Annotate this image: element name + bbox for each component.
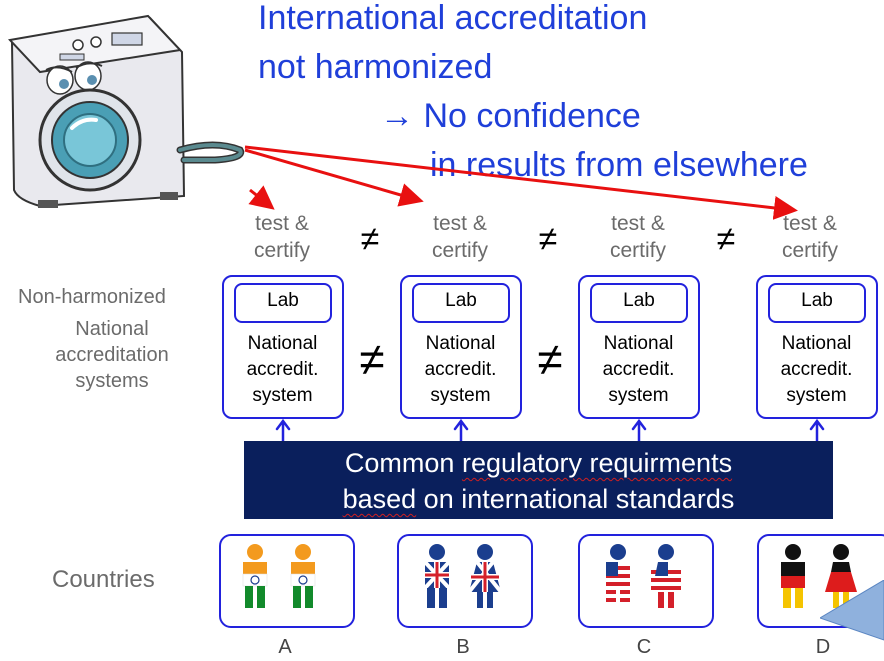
up-arrow-d — [809, 418, 825, 445]
country-box-c — [578, 534, 714, 628]
regulatory-banner: Common regulatory requirments based on i… — [244, 441, 833, 519]
national-system-a: Lab National accredit. system — [222, 275, 344, 419]
label-countries: Countries — [52, 566, 155, 593]
blue-up-arrows — [275, 418, 825, 445]
people-icon-a — [242, 544, 316, 608]
banner-line-1: Common regulatory requirments — [344, 448, 733, 478]
up-arrow-b — [453, 418, 469, 445]
label-non-harmonized: Non-harmonized — [18, 286, 166, 308]
arrow-to-a — [248, 185, 275, 210]
not-equal-top-2: ≠ — [538, 220, 558, 258]
label-national-systems: National accreditation systems — [55, 318, 169, 392]
banner-line-2: based on international standards — [342, 484, 735, 514]
lab-box-c: Lab — [590, 283, 688, 323]
not-equal-top-3: ≠ — [716, 220, 736, 258]
arrow-to-d — [244, 145, 798, 220]
people-icon-b — [423, 544, 503, 608]
lab-box-d: Lab — [768, 283, 866, 323]
national-system-d-label: National accredit. system — [780, 333, 853, 406]
test-certify-b: test &certify — [431, 212, 488, 262]
not-equal-mid-1: ≠ — [359, 333, 385, 385]
not-equal-top-1: ≠ — [360, 220, 380, 258]
national-system-a-label: National accredit. system — [246, 333, 319, 406]
country-box-b — [397, 534, 533, 628]
red-arrows — [244, 145, 798, 220]
national-system-b-label: National accredit. system — [424, 333, 497, 406]
national-system-b: Lab National accredit. system — [400, 275, 522, 419]
country-label-d: D — [815, 636, 831, 658]
country-box-a — [219, 534, 355, 628]
callout-shape — [820, 580, 884, 641]
title-line-3: → No confidence — [380, 97, 641, 135]
title-line-2: not harmonized — [258, 48, 493, 86]
people-icon-c — [606, 544, 682, 608]
country-label-a: A — [278, 636, 292, 658]
title-line-1: International accreditation — [258, 0, 648, 37]
national-system-d: Lab National accredit. system — [756, 275, 878, 419]
country-label-b: B — [456, 636, 470, 658]
country-label-c: C — [636, 636, 652, 658]
national-system-c-label: National accredit. system — [602, 333, 675, 406]
lab-box-b: Lab — [412, 283, 510, 323]
arrow-to-b — [244, 148, 424, 207]
up-arrow-a — [275, 418, 291, 445]
title-line-4: in results from elsewhere — [430, 146, 808, 184]
up-arrow-c — [631, 418, 647, 445]
people-icon-d — [781, 544, 857, 608]
test-certify-c: test &certify — [609, 212, 666, 262]
test-certify-d: test &certify — [781, 212, 838, 262]
national-system-c: Lab National accredit. system — [578, 275, 700, 419]
test-certify-a: test &certify — [253, 212, 310, 262]
lab-box-a: Lab — [234, 283, 332, 323]
not-equal-mid-2: ≠ — [537, 333, 563, 385]
washing-machine-illustration — [8, 14, 245, 208]
